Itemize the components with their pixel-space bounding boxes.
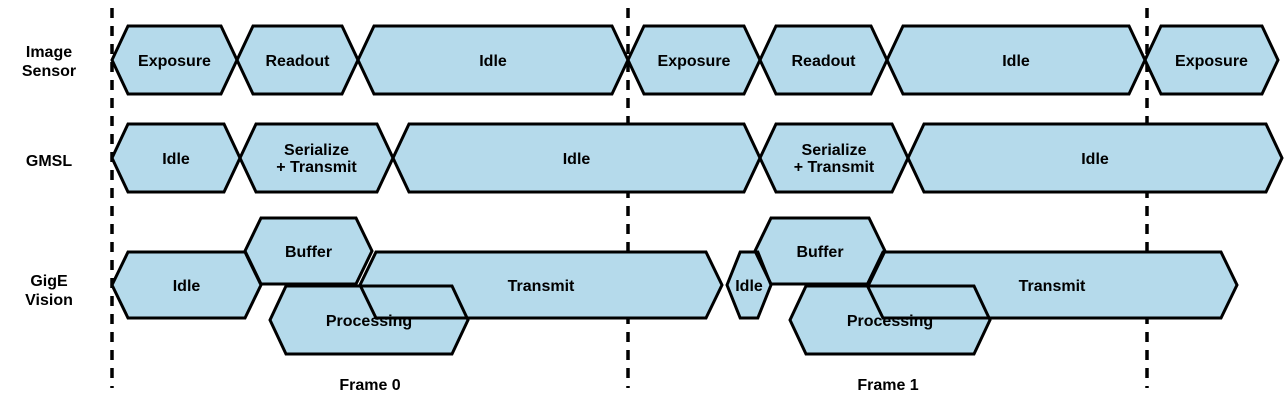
block-fill-readout	[760, 26, 887, 94]
lane-gige-vision-outlines	[110, 216, 1239, 356]
block-label-exposure: Exposure	[138, 53, 211, 70]
block-label-idle: Idle	[563, 151, 591, 168]
block-fill-idle	[887, 26, 1145, 94]
block-fill-readout	[237, 26, 358, 94]
block-outline-processing	[268, 284, 470, 356]
block-label-readout: Readout	[266, 53, 331, 70]
block-label-processing: Processing	[326, 313, 412, 330]
block-outline-exposure	[1143, 24, 1280, 96]
block-label-idle: Idle	[735, 278, 763, 295]
block-fill-exposure	[112, 26, 237, 94]
lane-label-gmsl: GMSL	[26, 153, 72, 170]
block-label-serialize-transmit: Serialize+ Transmit	[794, 142, 875, 176]
block-fill-idle	[112, 252, 261, 318]
block-outline-transmit	[358, 250, 724, 320]
block-label-buffer: Buffer	[285, 244, 332, 261]
frame-label-frame-0: Frame 0	[339, 377, 400, 394]
block-fill-exposure	[1145, 26, 1278, 94]
block-fill-buffer	[245, 218, 372, 284]
block-label-idle: Idle	[479, 53, 507, 70]
block-label-exposure: Exposure	[658, 53, 731, 70]
block-outline-processing	[788, 284, 992, 356]
block-fill-idle	[727, 252, 771, 318]
block-fill-serialize-transmit	[760, 124, 908, 192]
frame-label-frame-1: Frame 1	[857, 377, 918, 394]
frame-labels: Frame 0 Frame 1	[339, 377, 918, 394]
block-label-exposure: Exposure	[1175, 53, 1248, 70]
block-fill-transmit	[360, 252, 722, 318]
block-label-idle: Idle	[1081, 151, 1109, 168]
block-label-serialize-transmit: Serialize+ Transmit	[276, 142, 357, 176]
block-fill-idle	[112, 124, 240, 192]
lane-gmsl-labels: Idle Serialize+ Transmit Idle Serialize+ Tr…	[26, 142, 1109, 176]
block-fill-serialize-transmit	[240, 124, 393, 192]
block-label-transmit: Transmit	[1019, 278, 1086, 295]
block-fill-transmit	[867, 252, 1237, 318]
block-outline-idle	[906, 122, 1284, 194]
block-label-idle: Idle	[173, 278, 201, 295]
block-outline-transmit	[865, 250, 1239, 320]
block-fill-idle	[358, 26, 628, 94]
block-label-idle: Idle	[162, 151, 190, 168]
block-fill-exposure	[628, 26, 760, 94]
block-outline-buffer	[243, 216, 374, 286]
lane-gmsl-outlines	[110, 122, 1284, 194]
block-fill-idle	[908, 124, 1282, 192]
lane-image-sensor-labels: Exposure Readout Idle Exposure Readout Idle Ex…	[22, 44, 1248, 80]
block-label-processing: Processing	[847, 313, 933, 330]
block-fill-buffer	[755, 218, 885, 284]
block-fill-idle	[393, 124, 760, 192]
block-label-readout: Readout	[792, 53, 857, 70]
lane-image-sensor-fills	[112, 26, 1278, 94]
frame-boundaries	[110, 8, 1149, 388]
lane-gige-vision-fills	[112, 218, 1237, 354]
block-label-transmit: Transmit	[508, 278, 575, 295]
block-label-idle: Idle	[1002, 53, 1030, 70]
lane-gmsl-fills	[112, 124, 1282, 192]
lane-image-sensor-outlines	[110, 24, 1280, 96]
block-label-buffer: Buffer	[796, 244, 843, 261]
